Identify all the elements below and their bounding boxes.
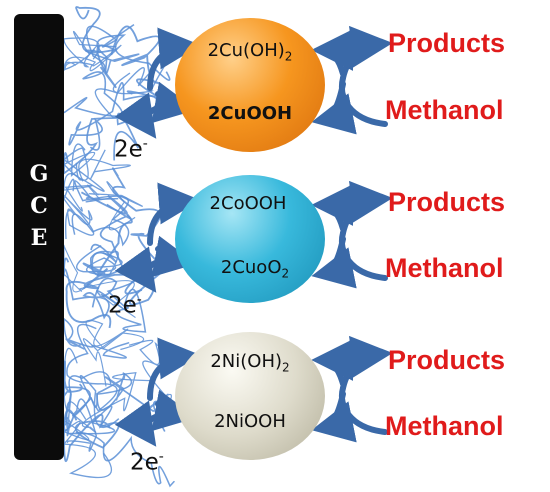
oxidation-arrow-1 [147, 27, 201, 91]
electrons-label-2: 2e- [108, 292, 142, 319]
products-out-arrow-1 [340, 25, 393, 81]
nanofiber-strand [63, 44, 122, 72]
nanofiber-strand [94, 56, 169, 118]
nanofiber-strand [75, 6, 118, 88]
sphere-bottom-arrow-2 [311, 236, 357, 289]
sphere-top-arrow-2 [311, 184, 354, 232]
gce-letter-c: C [30, 193, 48, 219]
cobalt-top-species: 2CoOOH [209, 193, 287, 214]
nanofiber-strand [63, 347, 155, 433]
methanol-label-3: Methanol [385, 411, 504, 441]
oxidation-arrow-3 [147, 337, 201, 401]
methanol-label-2: Methanol [385, 253, 504, 283]
electrons-label-3: 2e- [130, 449, 164, 476]
nanofiber-strand [82, 319, 145, 387]
nickel-top-species: 2Ni(OH)2 [210, 351, 290, 375]
nanofiber-strand [63, 23, 135, 117]
nanofiber-strand [63, 244, 136, 319]
gce-letter-g: G [29, 161, 49, 187]
methanol-label-1: Methanol [385, 95, 504, 125]
oxidation-arrow-2 [147, 182, 201, 246]
nanofiber-strand [63, 317, 130, 359]
nanofiber-strand [63, 409, 120, 462]
copper-top-species: 2Cu(OH)2 [207, 40, 293, 64]
products-out-arrow-2 [340, 180, 393, 236]
products-out-arrow-3 [340, 335, 393, 391]
sphere-top-arrow-1 [311, 29, 354, 77]
sphere-top-arrow-3 [311, 339, 354, 387]
copper-bottom-species: 2CuOOH [207, 103, 293, 124]
nanofiber-strand [62, 143, 105, 192]
products-label-2: Products [388, 187, 506, 217]
nanofiber-strand [85, 181, 143, 231]
products-label-1: Products [388, 28, 506, 58]
nickel-bottom-species: 2NiOOH [214, 411, 286, 432]
gce-electrode: G C E [14, 14, 64, 460]
gce-letter-e: E [30, 225, 48, 251]
products-label-3: Products [388, 345, 506, 375]
methanol-in-arrow-1 [338, 75, 388, 127]
cobalt-sphere [175, 175, 325, 303]
electrons-label-1: 2e- [114, 136, 148, 163]
copper-sphere [175, 18, 325, 152]
nanofiber-strand [96, 271, 147, 333]
sphere-bottom-arrow-1 [311, 81, 357, 135]
methanol-in-arrow-2 [338, 230, 388, 281]
nanofiber-strand [63, 31, 117, 68]
nickel-sphere [175, 332, 325, 460]
methanol-in-arrow-3 [338, 385, 388, 435]
nanofiber-strand [84, 34, 171, 81]
nanofiber-strand [63, 149, 131, 212]
cobalt-bottom-species: 2CuoO2 [220, 257, 290, 281]
sphere-bottom-arrow-3 [311, 391, 357, 443]
nanofiber-strand [62, 401, 113, 479]
nanofiber-strand [75, 431, 175, 488]
nanofiber-strand [63, 112, 140, 175]
nanofiber-strand [63, 178, 95, 240]
